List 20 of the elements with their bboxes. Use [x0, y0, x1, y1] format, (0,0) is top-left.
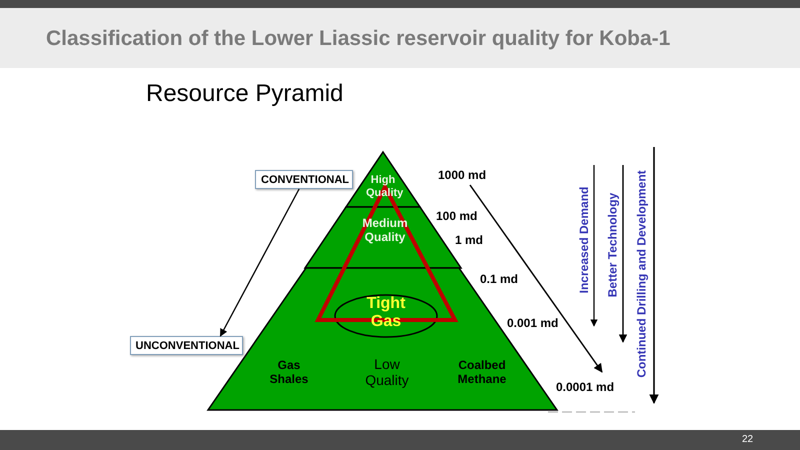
band-label: Coalbed Methane: [456, 359, 508, 387]
band-label: Gas Shales: [268, 359, 310, 387]
slide-title: Classification of the Lower Liassic reservoir quality for Koba-1: [46, 27, 670, 51]
trend-label: Better Technology: [605, 192, 620, 300]
arrow: [220, 188, 300, 337]
permeability-label: 0.001 md: [507, 316, 558, 330]
permeability-label: 100 md: [436, 209, 478, 223]
band-label: Low Quality: [364, 356, 410, 388]
permeability-label: 0.1 md: [480, 272, 518, 286]
permeability-label: 0.0001 md: [556, 380, 614, 394]
page-number: 22: [742, 434, 754, 445]
label-box: [130, 336, 243, 355]
permeability-label: 1 md: [455, 233, 484, 247]
box-label: CONVENTIONAL: [260, 174, 350, 187]
trend-label: Increased Demand: [577, 186, 592, 296]
subtitle: Resource Pyramid: [146, 80, 344, 108]
box-label: UNCONVENTIONAL: [134, 340, 240, 353]
permeability-label: 1000 md: [438, 168, 486, 182]
trend-label: Continued Drilling and Development: [634, 169, 649, 380]
label-box: [255, 170, 353, 189]
